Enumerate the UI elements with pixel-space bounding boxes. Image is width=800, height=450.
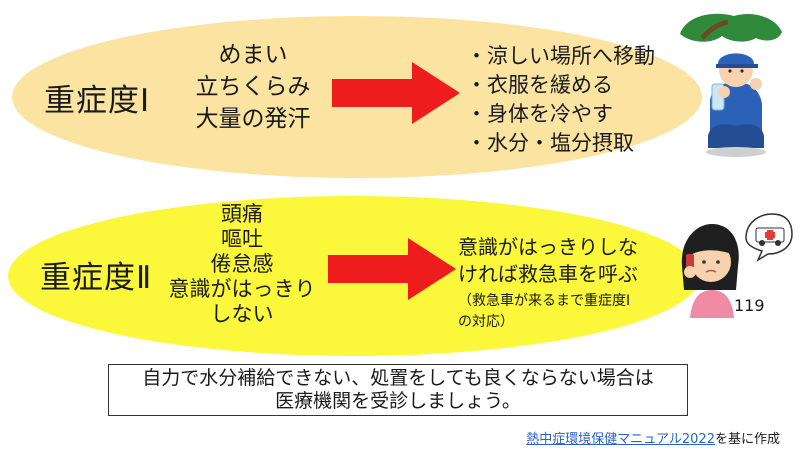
action-item: ・涼しい場所へ移動 xyxy=(466,44,655,68)
symptom-item: 倦怠感 xyxy=(210,252,274,276)
level2-symptoms: 頭痛 嘔吐 倦怠感 意識がはっきり しない xyxy=(152,204,332,329)
level1-symptoms: めまい 立ちくらみ 大量の発汗 xyxy=(178,44,328,140)
level2-response: 意識がはっきりしな ければ救急車を呼ぶ （救急車が来るまで重症度Ⅰ の対応） xyxy=(458,234,686,333)
advice-line: 自力で水分補給できない、処置をしても良くならない場合は xyxy=(142,367,654,389)
response-note: （救急車が来るまで重症度Ⅰ の対応） xyxy=(458,291,686,333)
response-note-line: （救急車が来るまで重症度Ⅰ xyxy=(458,293,631,309)
symptom-item: しない xyxy=(210,302,274,326)
level1-actions: ・涼しい場所へ移動 ・衣服を緩める ・身体を冷やす ・水分・塩分摂取 xyxy=(466,42,655,158)
symptom-item: 立ちくらみ xyxy=(195,74,311,100)
response-line: ければ救急車を呼ぶ xyxy=(458,262,638,286)
advice-line: 医療機関を受診しましょう。 xyxy=(275,390,521,412)
seated-worker-drinking-icon xyxy=(680,13,782,157)
source-suffix: を基に作成 xyxy=(714,432,780,447)
action-item: ・衣服を緩める xyxy=(466,73,613,97)
symptom-item: 意識がはっきり xyxy=(168,277,316,301)
level2-title: 重症度Ⅱ xyxy=(40,260,153,296)
source-credit: 熱中症環境保健マニュアル2022を基に作成 xyxy=(526,428,780,447)
action-item: ・身体を冷やす xyxy=(466,102,613,126)
action-item: ・水分・塩分摂取 xyxy=(466,131,634,155)
level1-arrow-icon xyxy=(332,62,460,124)
level2-arrow-icon xyxy=(328,238,456,300)
response-note-line: の対応） xyxy=(458,314,514,330)
emergency-number: 119 xyxy=(734,296,765,315)
symptom-item: 嘔吐 xyxy=(221,227,263,251)
symptom-item: 頭痛 xyxy=(221,202,263,226)
woman-calling-ambulance-icon xyxy=(681,213,793,318)
medical-advice-box: 自力で水分補給できない、処置をしても良くならない場合は 医療機関を受診しましょう… xyxy=(108,364,688,416)
symptom-item: めまい xyxy=(218,42,288,68)
source-link[interactable]: 熱中症環境保健マニュアル2022 xyxy=(526,432,715,447)
response-line: 意識がはっきりしな xyxy=(458,235,638,259)
symptom-item: 大量の発汗 xyxy=(195,106,311,132)
level1-title: 重症度Ⅰ xyxy=(44,83,151,119)
